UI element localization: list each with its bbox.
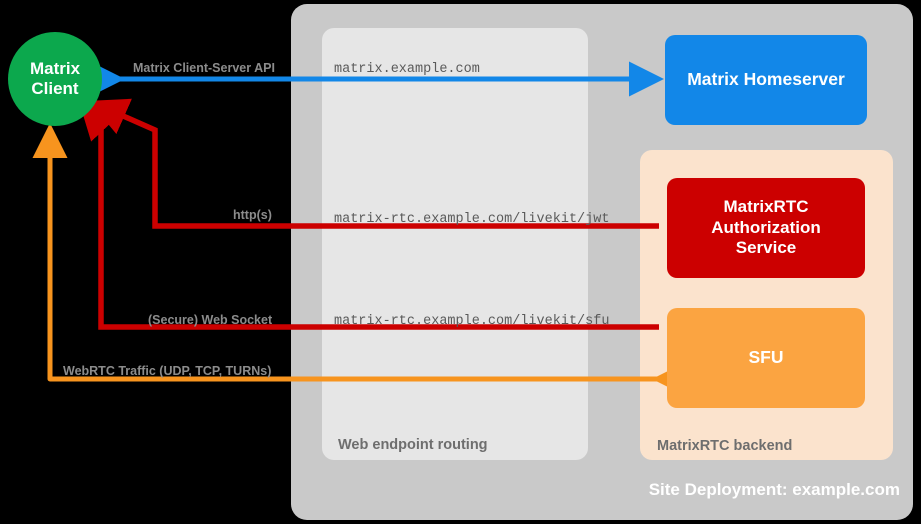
arrow-authorization-jwt bbox=[88, 98, 659, 229]
auth-label-line2: Authorization bbox=[711, 217, 821, 237]
matrix-homeserver-label: Matrix Homeserver bbox=[687, 69, 845, 90]
matrix-client-node[interactable]: Matrix Client bbox=[8, 32, 102, 126]
endpoint-label-jwt: matrix-rtc.example.com/livekit/jwt bbox=[334, 212, 610, 227]
matrix-homeserver-node[interactable]: Matrix Homeserver bbox=[665, 35, 867, 125]
protocol-label-websocket: (Secure) Web Socket bbox=[148, 313, 273, 327]
web-endpoint-routing-label: Web endpoint routing bbox=[338, 437, 488, 453]
matrixrtc-backend-label: MatrixRTC backend bbox=[657, 438, 793, 454]
sfu-node[interactable]: SFU bbox=[667, 308, 865, 408]
matrix-client-label-line1: Matrix bbox=[29, 58, 81, 78]
endpoint-label-sfu: matrix-rtc.example.com/livekit/sfu bbox=[334, 314, 610, 329]
endpoint-label-matrix: matrix.example.com bbox=[334, 62, 480, 77]
protocol-label-https: http(s) bbox=[233, 208, 272, 222]
matrixrtc-authorization-service-node[interactable]: MatrixRTC Authorization Service bbox=[667, 178, 865, 278]
protocol-label-client-server-api: Matrix Client-Server API bbox=[133, 61, 275, 75]
arrow-sfu-webrtc bbox=[32, 122, 687, 397]
protocol-label-webrtc: WebRTC Traffic (UDP, TCP, TURNs) bbox=[63, 364, 272, 378]
matrix-client-label-line2: Client bbox=[31, 79, 79, 98]
site-deployment-label: Site Deployment: example.com bbox=[648, 480, 900, 499]
auth-label-line3: Service bbox=[735, 238, 797, 258]
sfu-label: SFU bbox=[748, 347, 784, 368]
auth-label-line1: MatrixRTC bbox=[723, 196, 809, 216]
